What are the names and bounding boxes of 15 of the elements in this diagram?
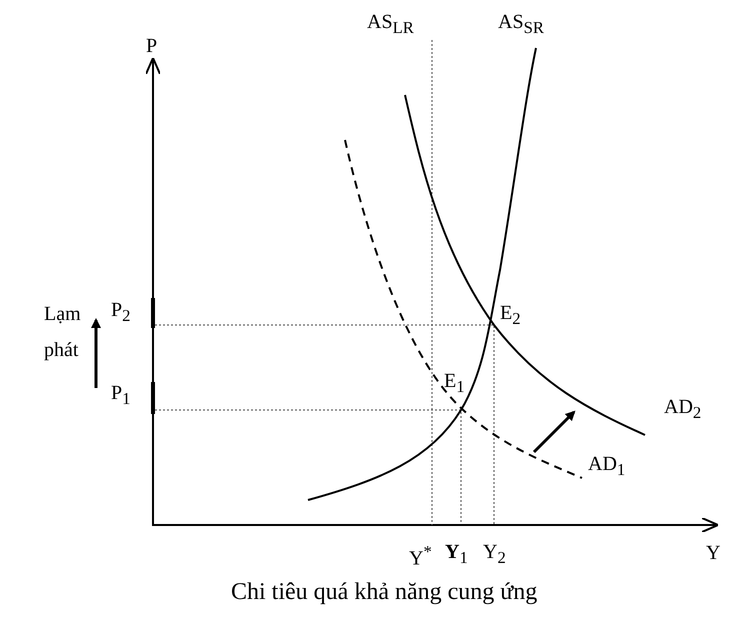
point-label: E$_{2}$ <box>500 301 521 330</box>
tick-label: Y$_{2}$ <box>483 540 506 569</box>
tick-label: P$_{1}$ <box>111 381 130 410</box>
tick-label: Y$^{*}$ <box>409 541 432 571</box>
caption: Chi tiêu quá khả năng cung ứng <box>231 578 538 606</box>
axis-label: Y <box>706 541 720 565</box>
curve-label: AS$_{SR}$ <box>498 10 544 39</box>
tick-label: P$_{2}$ <box>111 298 130 327</box>
point-label: E$_{1}$ <box>444 369 465 398</box>
note-text: Lạm phát <box>44 302 82 363</box>
axis-label: P <box>146 34 158 58</box>
curve-label: AS$_{LR}$ <box>367 10 414 39</box>
curve-label: AD$_{2}$ <box>664 395 702 424</box>
curve-label: AD$_{1}$ <box>588 452 626 481</box>
tick-label: Y$_{1}$ <box>445 540 468 569</box>
